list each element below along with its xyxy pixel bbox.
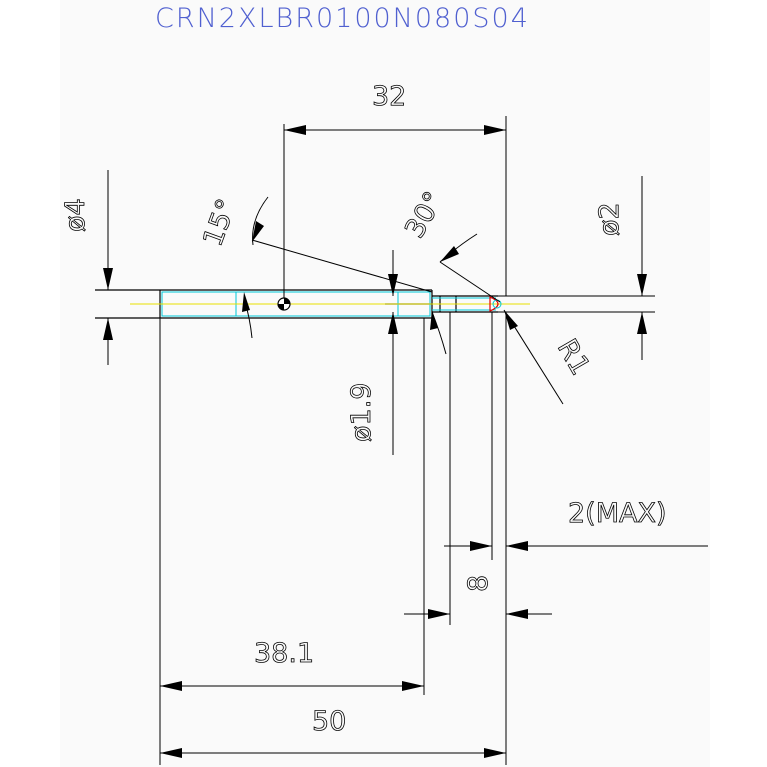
dimension-label-38-1: 38.1 bbox=[254, 638, 314, 669]
dimension-dia-2: ø2 bbox=[594, 176, 647, 360]
dimension-label-dia-4: ø4 bbox=[60, 198, 91, 232]
dimension-label-2-max: 2(MAX) bbox=[568, 498, 667, 529]
dimension-38-1: 38.1 bbox=[160, 638, 424, 691]
part-number-title: CRN2XLBR0100N080S04 bbox=[155, 3, 530, 34]
dimension-dia-1-9: ø1.9 bbox=[346, 250, 398, 455]
dimension-2-max: 2(MAX) bbox=[444, 498, 708, 551]
dimension-label-dia-1-9: ø1.9 bbox=[346, 383, 377, 442]
dimension-label-32: 32 bbox=[372, 81, 406, 112]
extension-lines bbox=[159, 312, 507, 765]
dimension-label-50: 50 bbox=[312, 706, 346, 737]
dimension-50: 50 bbox=[160, 706, 506, 758]
probe-part bbox=[95, 289, 655, 319]
dimension-label-8: 8 bbox=[463, 575, 494, 592]
drawing-background bbox=[60, 0, 710, 767]
dimension-32: 32 bbox=[283, 81, 507, 298]
dimension-label-dia-2: ø2 bbox=[594, 202, 625, 236]
dimension-dia-4: ø4 bbox=[60, 170, 113, 365]
dimension-8: 8 bbox=[404, 574, 552, 619]
